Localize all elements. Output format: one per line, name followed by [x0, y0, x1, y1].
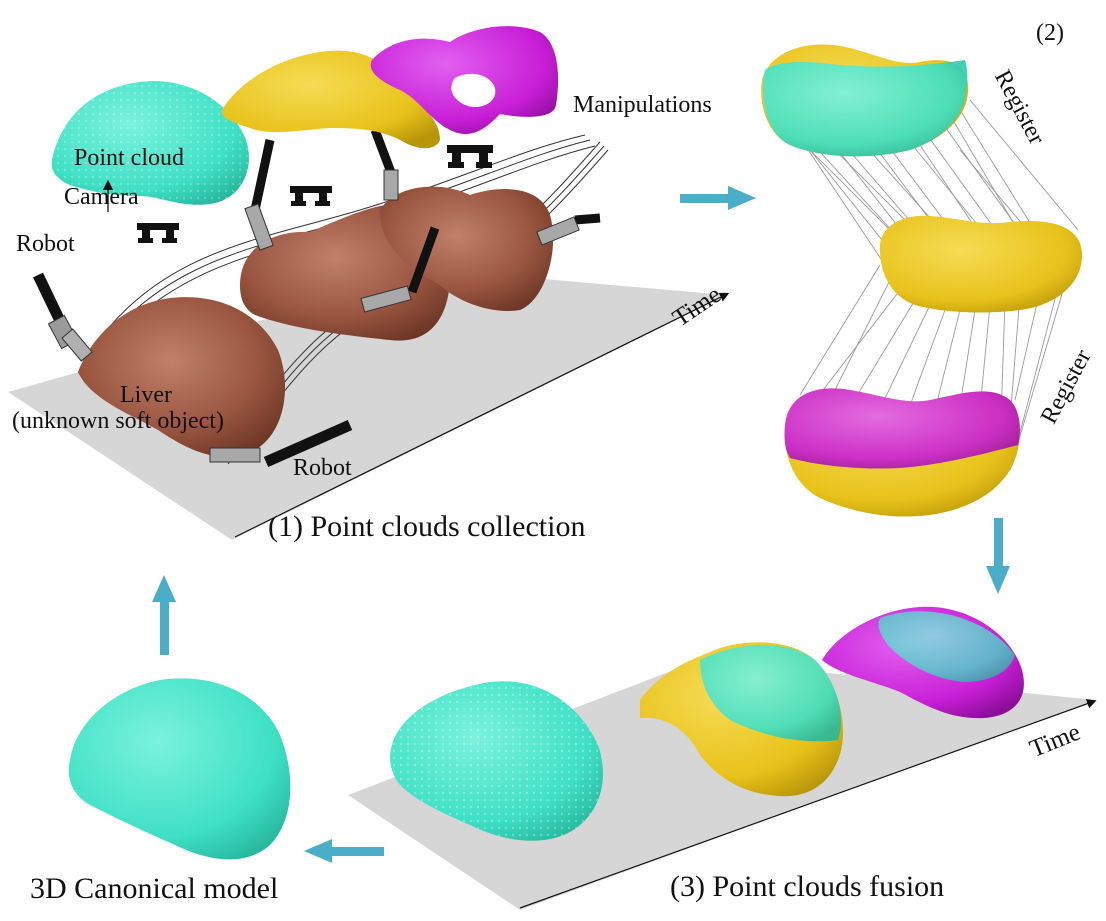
manipulations-label: Manipulations [573, 92, 712, 118]
section2-title: (2) [1036, 20, 1064, 46]
liver-shape-3 [379, 186, 554, 311]
canonical-model-shape [68, 678, 291, 860]
floor-plane-bottom [348, 660, 1095, 910]
flow-arrow-up [152, 575, 176, 655]
camera-icon [137, 223, 179, 243]
point-cloud-label: Point cloud [74, 145, 185, 171]
liver-label: Liver [120, 382, 172, 408]
register-shape-middle [879, 215, 1083, 313]
robot-arm-mid-1 [244, 139, 275, 251]
robot-arm-mid-2 [360, 226, 440, 313]
robot-arm-bottom [209, 419, 353, 468]
time-axis-bottom [519, 699, 1097, 909]
camera-icon [290, 186, 332, 206]
register-shape-bottom-magenta [784, 388, 1020, 469]
fusion-shape-1-texture [390, 681, 603, 841]
point-cloud-magenta-hole [451, 73, 496, 108]
fusion-shape-2-cyan [700, 645, 841, 742]
robot-arm-left [33, 272, 93, 362]
flow-arrow-right [680, 186, 756, 210]
flow-arrow-down [986, 518, 1010, 594]
robot-label-bottom: Robot [293, 455, 352, 481]
point-cloud-cyan-texture [51, 81, 249, 205]
robot-label-left: Robot [16, 231, 75, 257]
liver-shape-1 [78, 297, 286, 457]
liver-sublabel: (unknown soft object) [12, 408, 224, 434]
fusion-shape-3-cyan [878, 611, 1015, 682]
robot-arm-right [536, 213, 601, 246]
section3-title: (3) Point clouds fusion [670, 870, 945, 903]
time-axis-top [234, 292, 730, 538]
canonical-model-label: 3D Canonical model [30, 872, 279, 905]
register-shape-top-cyan [762, 60, 968, 157]
section1-title: (1) Point clouds collection [268, 510, 586, 543]
flow-arrow-left [304, 839, 384, 863]
camera-icon [447, 145, 493, 168]
floor-plane-top [8, 270, 727, 540]
robot-arm-mid-3 [370, 128, 399, 201]
camera-label: Camera [64, 184, 139, 210]
